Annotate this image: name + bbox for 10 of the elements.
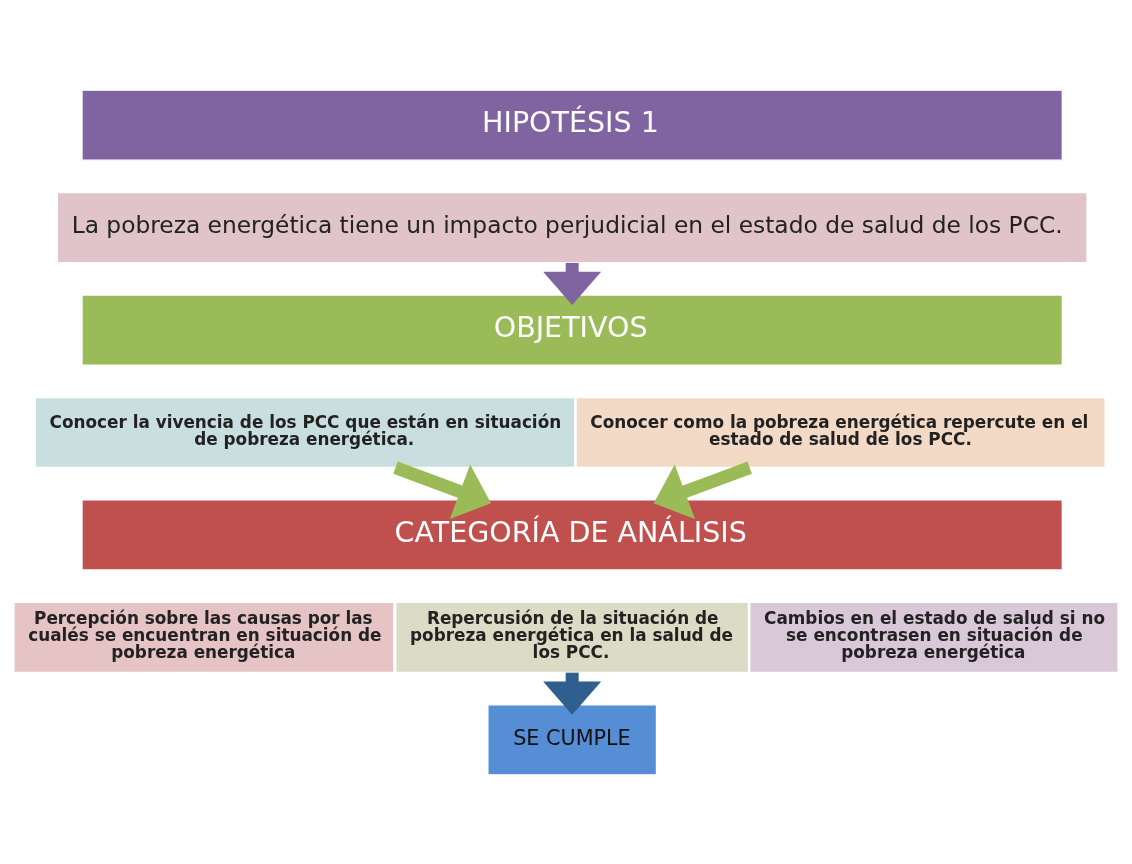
- node-box: SE CUMPLE: [487, 703, 658, 775]
- node-box: HIPOTÉSIS 1: [81, 89, 1063, 161]
- node-box: Cambios en el estado de salud si no se encontrasen en situación de pobreza energética: [749, 601, 1119, 673]
- node-box: Conocer la vivencia de los PCC que están en situación de pobreza energética.: [34, 396, 576, 468]
- node-box: Conocer como la pobreza energética repercute en el estado de salud de los PCC.: [575, 396, 1106, 468]
- node-box: Repercusión de la situación de pobreza energética en la salud de los PCC.: [395, 601, 750, 673]
- node-box: OBJETIVOS: [81, 293, 1063, 366]
- node-box: La pobreza energética tiene un impacto perjudicial en el estado de salud de los PCC.: [56, 191, 1088, 263]
- node-box: Percepción sobre las causas por las cualés se encuentran en situación de pobreza energética: [13, 601, 395, 673]
- node-box: CATEGORÍA DE ANÁLISIS: [81, 498, 1063, 571]
